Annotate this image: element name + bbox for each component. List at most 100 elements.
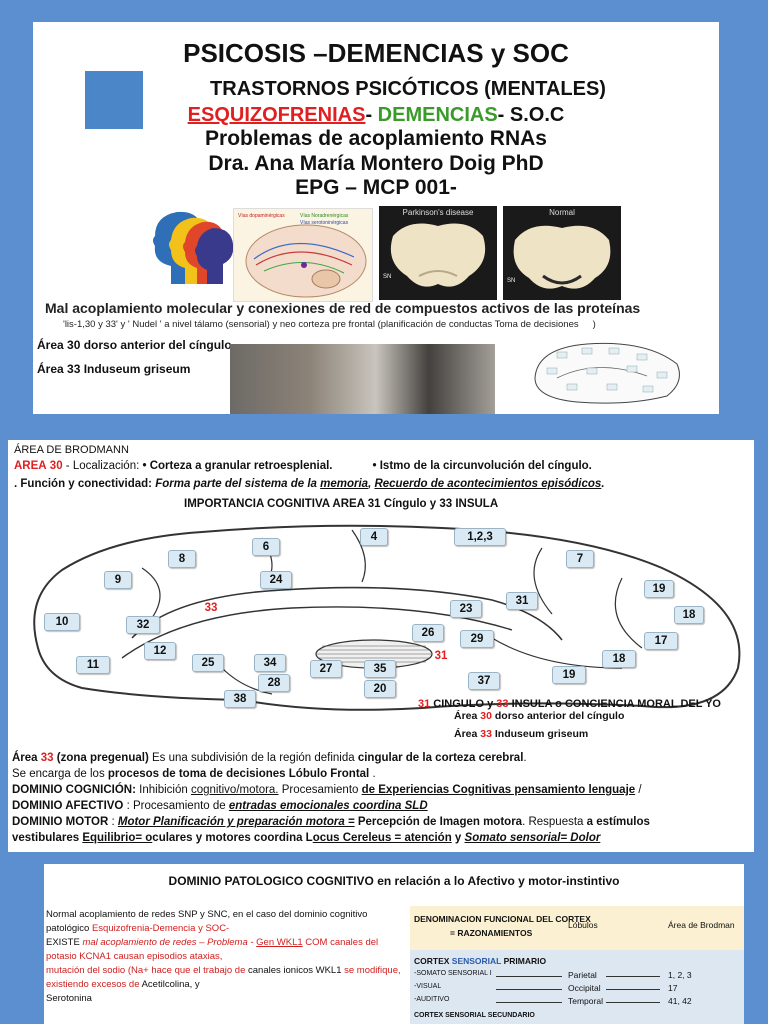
- brodmann-area-badge: 35: [364, 660, 396, 678]
- cingulo-insula-label: 31 CINGULO y 33 INSULA o CONCIENCIA MORA…: [418, 698, 721, 710]
- left-line-1: Normal acoplamiento de redes SNP y SNC, …: [46, 908, 410, 936]
- subtitle-esquizofrenias: ESQUIZOFRENIAS- DEMENCIAS- S.O.C: [33, 104, 719, 127]
- brodmann-area-badge: 18: [674, 606, 704, 624]
- pathway-label-3: Vías Noradrenérgicas: [300, 213, 349, 219]
- soc-text: - S.O.C: [497, 104, 565, 126]
- clinical-photo: [230, 344, 495, 414]
- brodmann-area-badge: 23: [450, 600, 482, 618]
- p3-label: DOMINIO COGNICIÓN:: [12, 784, 136, 796]
- slide-1: PSICOSIS –DEMENCIAS y SOC TRASTORNOS PSI…: [33, 22, 719, 414]
- dominio-motor: DOMINIO MOTOR : Motor Planificación y pr…: [12, 816, 650, 828]
- p6-locus: ocus Cereleus = atención: [312, 832, 452, 844]
- brodmann-area-badge: 32: [126, 616, 160, 634]
- brodmann-area-badge: 31: [506, 592, 538, 610]
- table-head-lobulos: Lóbulos: [568, 920, 598, 930]
- subtitle-problemas: Problemas de acoplamiento RNAs: [205, 127, 547, 150]
- localizacion-label: - Localización:: [62, 460, 143, 472]
- cortex-word: CORTEX: [414, 956, 452, 966]
- arrow-line: [606, 1002, 660, 1003]
- corteza-bullet: • Corteza a granular retroesplenial.: [142, 460, 333, 472]
- p3-procesamiento: Procesamiento: [278, 784, 362, 796]
- p3-cognitivo: cognitivo/motora.: [190, 784, 279, 796]
- brodmann-area-badge: 28: [258, 674, 290, 692]
- p3-inhibicion: Inhibición: [135, 784, 191, 796]
- primario-word: PRIMARIO: [501, 956, 547, 966]
- period-text: .: [601, 478, 605, 490]
- p1-area-word: Área: [12, 752, 41, 764]
- cortex-primario-label: CORTEX SENSORIAL PRIMARIO: [414, 956, 546, 966]
- table-row-lobe: Parietal: [568, 970, 597, 980]
- table-row-lobe: Occipital: [568, 983, 601, 993]
- importancia-heading: IMPORTANCIA COGNITIVA AREA 31 Cíngulo y …: [184, 498, 499, 510]
- arrow-line: [496, 976, 562, 977]
- area-33-label: Área 33 Induseum griseum: [37, 362, 191, 376]
- l3-mutacion: mutación del sodio (Na+ hace que el trab…: [46, 965, 249, 976]
- vestibulares-line: vestibulares Equilibrio= oculares y moto…: [12, 832, 600, 844]
- l3-modifique: se modifique, existiendo excesos de: [46, 965, 401, 990]
- overlay-area-33: Área 33 Induseum griseum: [454, 728, 588, 740]
- arrow-line: [606, 989, 660, 990]
- memoria-text: memoria: [320, 478, 369, 490]
- p6-vestibulares: vestibulares: [12, 832, 83, 844]
- brodmann-area-badge: 38: [224, 690, 256, 708]
- table-row-label: -VISUAL: [414, 983, 442, 990]
- p5-label: DOMINIO MOTOR: [12, 816, 109, 828]
- p6-somato: Somato sensorial= Dolor: [464, 832, 601, 844]
- brain-pathways-diagram: Vías dopaminérgicas Vías Noradrenérgicas…: [233, 208, 373, 302]
- p5-motor: Motor Planificación y preparación motora…: [117, 816, 355, 828]
- dominio-patologico-text: Normal acoplamiento de redes SNP y SNC, …: [46, 908, 410, 1006]
- area-33-number: 33: [496, 698, 509, 710]
- left-line-2: EXISTE mal acoplamiento de redes – Probl…: [46, 936, 410, 964]
- p2-period: .: [369, 768, 376, 780]
- paragraph-procesos: Se encarga de los procesos de toma de de…: [12, 768, 376, 780]
- comma-text: ,: [368, 478, 375, 490]
- p4-entradas: entradas emocionales coordina SLD: [228, 800, 428, 812]
- p6-oculares: culares y motores coordina L: [152, 832, 313, 844]
- table-head-denominacion: DENOMINACION FUNCIONAL DEL CORTEX: [414, 914, 591, 924]
- p5-estimulos: a estímulos: [586, 816, 650, 828]
- parkinsons-brain-image: Parkinson's disease SN: [379, 206, 497, 300]
- brodmann-area-badge: 18: [602, 650, 636, 668]
- overlay-area-30: Área 30 dorso anterior del cíngulo: [454, 710, 624, 722]
- area-31-red-label: 31: [434, 650, 448, 662]
- overlay-area-33-number: 33: [480, 728, 492, 740]
- p1-cingular: cingular de la corteza cerebral: [357, 752, 524, 764]
- table-header: DENOMINACION FUNCIONAL DEL CORTEX = RAZO…: [410, 906, 744, 950]
- brain-pathways-drawing: [245, 224, 367, 298]
- brodmann-area-badge: 26: [412, 624, 444, 642]
- brodmann-area-badge: 34: [254, 654, 286, 672]
- blue-square-decoration: [85, 71, 143, 129]
- p5-respuesta: . Respuesta: [522, 816, 587, 828]
- subtitle-code: EPG – MCP 001-: [295, 176, 457, 199]
- overlay-area-word: Área: [454, 728, 481, 740]
- p2-text: Se encarga de los: [12, 768, 108, 780]
- lis-nudel-paren: ): [592, 319, 596, 330]
- normal-label: Normal: [549, 208, 575, 217]
- l2-existe: EXISTE: [46, 937, 83, 948]
- table-row-label: -SOMATO SENSORIAL I: [414, 970, 492, 977]
- left-line-3: mutación del sodio (Na+ hace que el trab…: [46, 964, 410, 992]
- lis-nudel-line: 'lis-1,30 y 33' y ' Nudel ' a nivel tála…: [63, 319, 596, 330]
- l3-y: y: [192, 979, 200, 990]
- p6-y: y: [451, 832, 465, 844]
- area-word: AREA: [14, 460, 47, 472]
- subtitle-trastornos: TRASTORNOS PSICÓTICOS (MENTALES): [210, 78, 606, 100]
- p6-equilibrio: Equilibrio= o: [82, 832, 153, 844]
- pathway-label-1: Vías dopaminérgicas: [238, 213, 285, 219]
- brodmann-area-badge: 4: [360, 528, 388, 546]
- overlay-area-30-text: dorso anterior del cíngulo: [491, 710, 625, 722]
- left-line-4: Serotonina: [46, 993, 92, 1004]
- brodmann-area-badge: 9: [104, 571, 132, 589]
- brodmann-area-badge: 6: [252, 538, 280, 556]
- brodmann-area-badge: 20: [364, 680, 396, 698]
- brodmann-header: ÁREA DE BRODMANN: [14, 444, 129, 456]
- brodmann-area-badge: 8: [168, 550, 196, 568]
- brodmann-area-badge: 7: [566, 550, 594, 568]
- l1-red: Esquizofrenia-Demencia y SOC-: [91, 923, 230, 934]
- brodmann-area-badge: 27: [310, 660, 342, 678]
- table-row-area: 17: [668, 983, 678, 993]
- normal-brain-drawing: [513, 225, 611, 289]
- p5-colon: :: [108, 816, 118, 828]
- l2-mal: mal acoplamiento de redes – Problema -: [82, 937, 257, 948]
- area-30-row: AREA 30 - Localización: • Corteza a gran…: [14, 460, 592, 472]
